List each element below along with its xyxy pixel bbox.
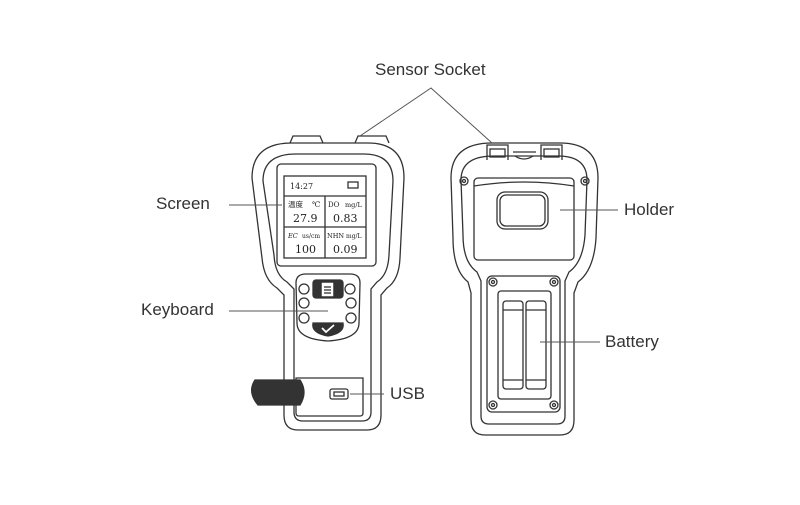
front-body-inner (262, 153, 394, 422)
screw (580, 176, 590, 186)
key-left-upper (298, 297, 310, 309)
back-socket-right (540, 144, 563, 160)
lcd-cell-3-value: 100 (295, 243, 316, 256)
front-body-outline (251, 142, 405, 431)
lcd-cell-1-value: 27.9 (293, 212, 318, 225)
screw (488, 400, 498, 410)
lcd-cell-4-unit: mg/L (346, 233, 362, 240)
screw (459, 176, 469, 186)
battery-icon-lcd (347, 181, 359, 189)
keypad (295, 273, 361, 342)
label-usb: USB (390, 384, 425, 403)
lcd-cell-4-name: NHN (327, 232, 344, 240)
label-sensor-socket: Sensor Socket (375, 60, 486, 79)
holder-window (496, 191, 549, 230)
key-top-right (344, 283, 356, 295)
label-battery: Battery (605, 332, 659, 351)
screen-frame (276, 163, 377, 267)
battery-cell-right (525, 300, 547, 390)
screw (488, 277, 498, 287)
lcd-time: 14:27 (290, 182, 313, 191)
holder-panel (473, 177, 575, 261)
key-top-left (298, 283, 310, 295)
back-socket-left (486, 144, 509, 160)
screw (549, 400, 559, 410)
lcd-cell-1-unit: ℃ (312, 200, 320, 209)
front-device (251, 135, 405, 431)
label-screen: Screen (156, 194, 210, 213)
lcd-cell-3-unit: us/cm (302, 233, 320, 240)
key-left-lower (298, 312, 310, 324)
screw (549, 277, 559, 287)
lcd-cell-2-value: 0.83 (333, 212, 358, 225)
label-holder: Holder (624, 200, 675, 219)
lcd-cell-2-unit: mg/L (345, 201, 363, 209)
battery-cell-left (502, 300, 524, 390)
lcd-cell-1-name: 温度 (288, 199, 303, 209)
lcd-cell-2-name: DO (328, 201, 340, 209)
usb-cap (251, 379, 305, 406)
back-device (450, 142, 599, 436)
key-right-lower (345, 312, 357, 324)
leader-lines (229, 87, 618, 395)
lcd-cell-3-name: EC (287, 232, 298, 240)
lcd-cell-4-value: 0.09 (333, 243, 358, 256)
front-bottom-frame (295, 377, 364, 417)
back-body-outline (450, 142, 599, 436)
key-right-upper (345, 297, 357, 309)
front-socket-bump-right (354, 135, 390, 144)
lcd-readings: 14:27 温度 ℃ 27.9 DO mg/L 0.83 EC us/cm 10… (287, 182, 363, 256)
leader-sensor-socket (359, 87, 493, 144)
battery-compartment (486, 275, 561, 413)
back-body-inner (460, 155, 588, 425)
label-keyboard: Keyboard (141, 300, 214, 319)
usb-port (329, 388, 349, 400)
front-socket-bump-left (289, 135, 324, 144)
